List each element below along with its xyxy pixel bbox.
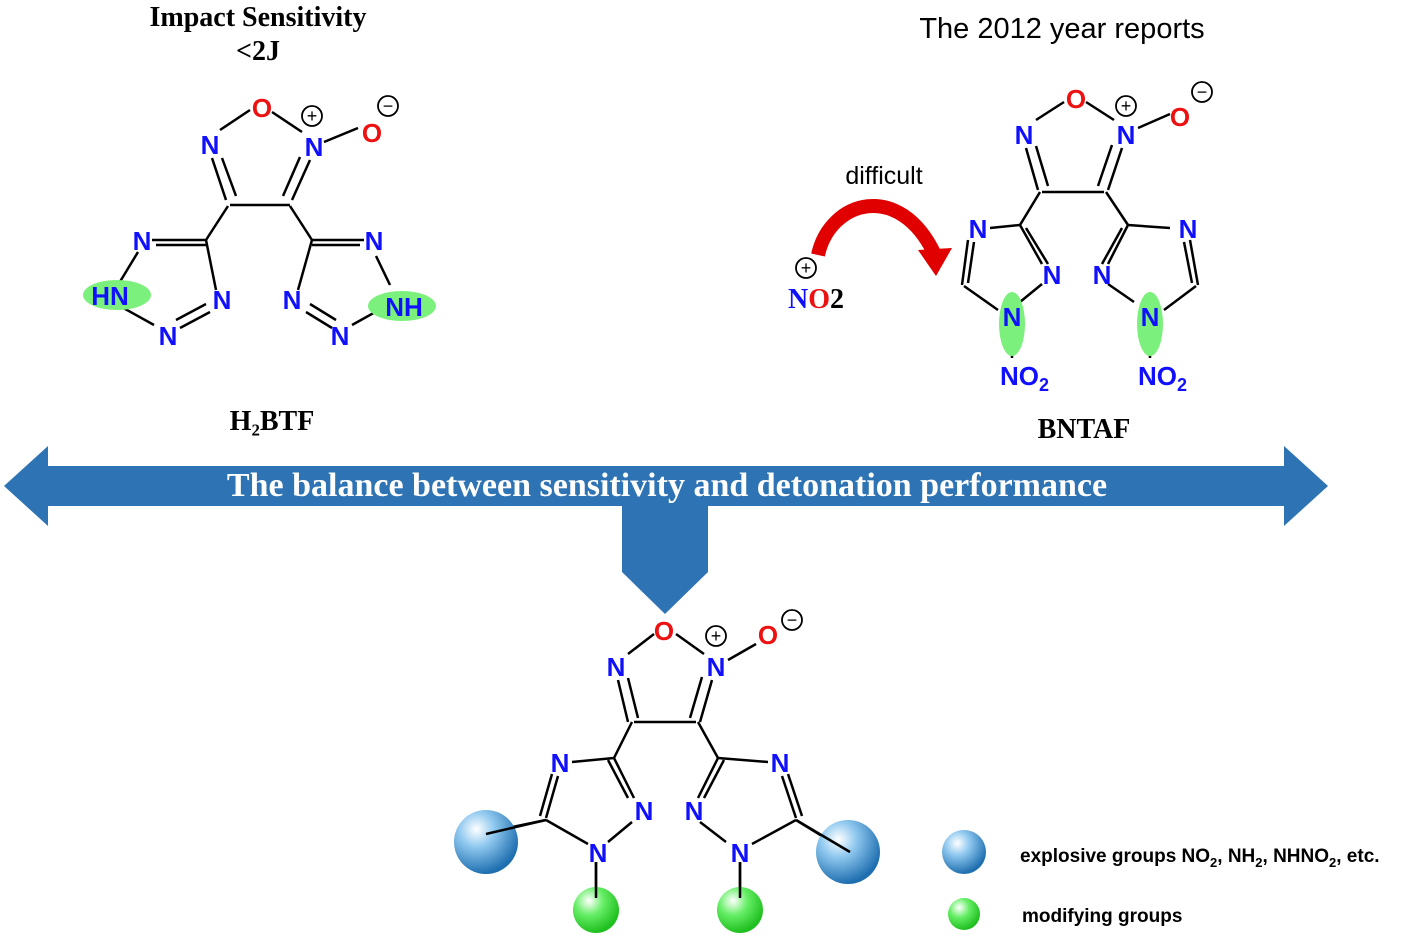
bntaf-n-highlight-right [1137,292,1163,356]
svg-text:N: N [1179,214,1198,244]
svg-text:N: N [771,748,790,778]
n-oxide-oxygen: O [362,118,382,148]
bottom-charges: + − [705,609,803,647]
svg-text:+: + [1121,96,1132,116]
tetrazole-n-left-bottom: N [159,321,178,351]
bntaf-atoms: O N N O N N N N N N [969,84,1198,332]
svg-text:−: − [787,610,798,630]
svg-text:+: + [307,106,318,126]
red-arrow-head [918,248,952,276]
bntaf-no2-right: NO2 [1138,361,1187,395]
modifying-group-sphere-right [717,887,763,933]
hn-highlight [83,280,151,310]
tetrazole-n-right-top: N [365,226,384,256]
svg-text:O: O [1170,102,1190,132]
svg-text:N: N [635,796,654,826]
h2btf-name: H₂BTF [230,406,315,437]
furoxan-oxygen: O [252,93,272,123]
nitronium-reagent: NO2 [788,284,844,315]
bottom-bonds [487,632,849,888]
svg-text:N: N [685,796,704,826]
legend-modifying-text: modifying groups [1022,906,1182,927]
legend-explosive-text: explosive groups NO2, NH2, NHNO2, etc. [1020,846,1380,870]
legend-modifying-sphere [948,898,980,930]
svg-text:N: N [707,652,726,682]
tetrazole-n-left-right: N [213,285,232,315]
tetrazole-hn: HN [91,281,129,311]
svg-text:O: O [758,620,778,650]
balance-banner: The balance between sensitivity and deto… [4,446,1328,614]
modifying-group-sphere-left [573,887,619,933]
svg-text:N: N [1093,260,1112,290]
reagent-charge [795,257,817,279]
tetrazole-n-left-top: N [133,226,152,256]
down-arrow-shaft [622,506,708,572]
difficult-label: difficult [845,162,922,190]
svg-text:N: N [607,652,626,682]
bntaf-name: BNTAF [1038,414,1131,445]
svg-text:N: N [1043,260,1062,290]
report-heading: The 2012 year reports [919,13,1204,45]
svg-text:O: O [654,616,674,646]
svg-text:N: N [731,838,750,868]
svg-text:+: + [711,626,722,646]
svg-text:+: + [801,258,812,278]
bntaf-structure: The 2012 year reports difficult + NO2 [788,13,1213,445]
designed-structure: O N N O N N N N N N + − [454,609,880,933]
furoxan-nitrogen-left: N [201,130,220,160]
tetrazole-n-right-left: N [283,285,302,315]
h2btf-charges: + − [301,95,399,127]
double-arrow [4,446,1328,526]
svg-text:O: O [1066,84,1086,114]
furoxan-nitrogen-right: N [305,132,324,162]
h2btf-atoms: O N N O N N N HN N N N NH [91,93,423,351]
svg-text:N: N [589,838,608,868]
svg-text:N: N [1015,120,1034,150]
svg-text:−: − [383,96,394,116]
bntaf-n-highlight-left [999,292,1025,356]
impact-sensitivity-heading: Impact Sensitivity [150,2,367,33]
h2btf-structure: Impact Sensitivity <2J [83,2,436,437]
svg-text:N: N [1141,302,1160,332]
h2btf-bonds [116,108,392,330]
legend-explosive-sphere [942,830,986,874]
svg-text:N: N [969,214,988,244]
red-arrow [811,198,942,259]
tetrazole-n-right-bottom: N [331,321,350,351]
impact-sensitivity-value: <2J [236,36,280,67]
banner-text: The balance between sensitivity and deto… [227,467,1107,504]
down-arrow-head [622,572,708,614]
tetrazole-nh: NH [385,292,423,322]
bntaf-charges: + − [1115,81,1213,117]
legend: explosive groups NO2, NH2, NHNO2, etc. m… [942,830,1380,930]
bottom-atoms: O N N O N N N N N N [551,616,790,868]
svg-text:N: N [1003,302,1022,332]
svg-text:N: N [1117,120,1136,150]
svg-text:−: − [1197,82,1208,102]
bntaf-no2-left: NO2 [1000,361,1049,395]
explosive-group-sphere-left [454,810,518,874]
svg-text:N: N [551,748,570,778]
nh-highlight [368,291,436,321]
